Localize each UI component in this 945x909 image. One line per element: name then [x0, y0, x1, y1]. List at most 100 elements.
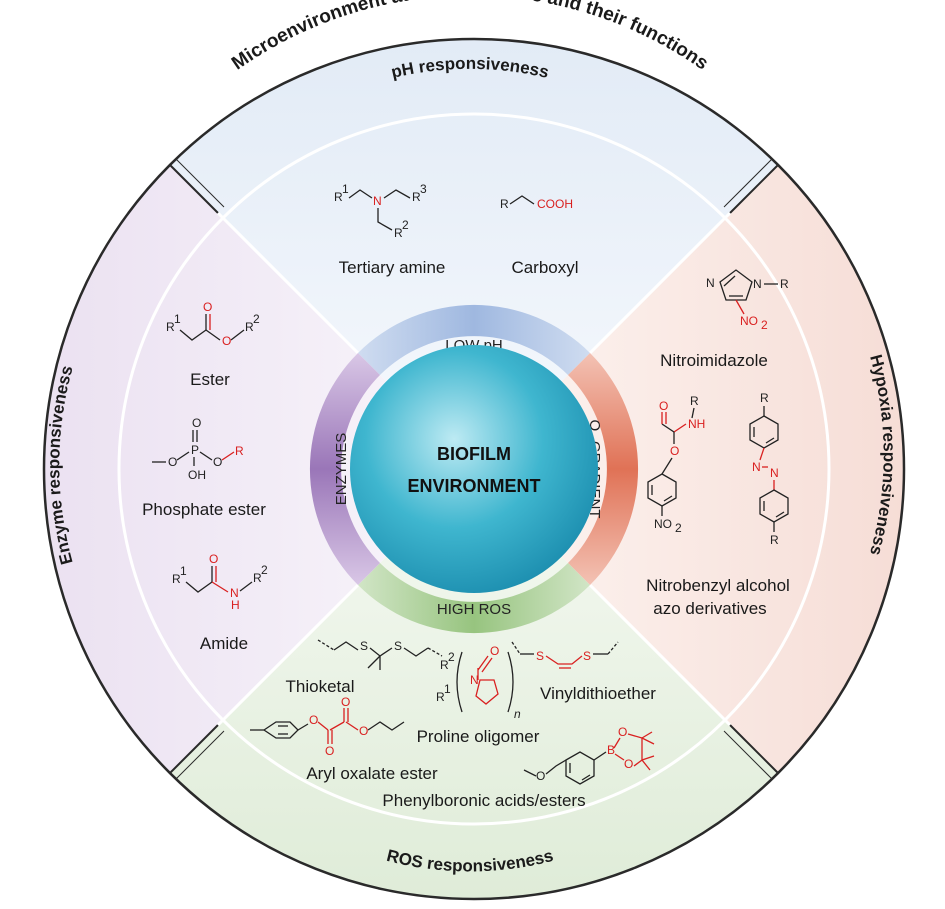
chem-name-nitrobenzyl: Nitrobenzyl alcohol	[646, 576, 790, 595]
chem-name-aryl-oxalate: Aryl oxalate ester	[306, 764, 438, 783]
svg-text:S: S	[583, 649, 591, 663]
structure-vinyldithioether: S S	[511, 641, 619, 669]
svg-text:H: H	[231, 598, 240, 612]
svg-text:N: N	[470, 673, 479, 687]
svg-text:O: O	[490, 644, 499, 658]
svg-text:R: R	[760, 391, 769, 405]
svg-text:N: N	[753, 277, 762, 291]
chem-name-phosphate-ester: Phosphate ester	[142, 500, 266, 519]
svg-text:O: O	[341, 695, 350, 709]
structure-amide: R 1 O N H R 2	[172, 552, 268, 612]
svg-text:NO: NO	[740, 314, 758, 328]
svg-text:R: R	[394, 226, 403, 240]
svg-text:OH: OH	[188, 468, 206, 482]
svg-text:N: N	[770, 466, 779, 480]
outer-circle-border	[42, 37, 906, 901]
svg-text:P: P	[191, 443, 199, 457]
svg-text:S: S	[360, 639, 368, 653]
chem-name-carboxyl: Carboxyl	[511, 258, 578, 277]
inner-seg-enzymes	[309, 353, 380, 585]
inner-ring	[309, 304, 639, 634]
svg-text:O: O	[659, 399, 668, 413]
center-label-line2: ENVIRONMENT	[407, 476, 540, 496]
svg-text:n: n	[514, 707, 521, 721]
svg-text:2: 2	[675, 521, 682, 535]
svg-text:O: O	[670, 444, 679, 458]
svg-text:R: R	[770, 533, 779, 547]
chem-name-phenylboronic: Phenylboronic acids/esters	[382, 791, 585, 810]
chem-name-nitroimidazole: Nitroimidazole	[660, 351, 768, 370]
svg-text:N: N	[373, 194, 382, 208]
inner-seg-low-ph	[358, 304, 590, 375]
svg-text:N: N	[230, 586, 239, 600]
svg-text:O: O	[618, 725, 627, 739]
svg-text:R: R	[172, 572, 181, 586]
svg-text:R: R	[334, 190, 343, 204]
biofilm-circle	[350, 345, 598, 593]
svg-text:O: O	[209, 552, 218, 566]
svg-text:NO: NO	[654, 517, 672, 531]
svg-text:R: R	[500, 197, 509, 211]
structure-nitroimidazole: N N R NO 2	[706, 269, 789, 332]
svg-text:O: O	[359, 724, 368, 738]
chem-name-vinyldithioether: Vinyldithioether	[540, 684, 656, 703]
svg-text:O: O	[222, 334, 231, 348]
svg-text:2: 2	[761, 318, 768, 332]
svg-text:O: O	[168, 455, 177, 469]
svg-text:2: 2	[448, 650, 455, 664]
sector-dividers	[169, 158, 779, 780]
svg-text:1: 1	[174, 312, 181, 326]
structure-aryl-oxalate: O O O O	[250, 695, 405, 758]
svg-text:O: O	[536, 769, 545, 783]
svg-text:3: 3	[420, 182, 427, 196]
chem-name-ester: Ester	[190, 370, 230, 389]
svg-text:O: O	[309, 713, 318, 727]
inner-seg-high-ros	[358, 563, 590, 634]
structure-phenylboronic: O B O O	[523, 725, 655, 785]
svg-text:1: 1	[342, 182, 349, 196]
inner-seg-o2-gradient	[568, 353, 639, 585]
svg-text:R: R	[245, 320, 254, 334]
svg-text:S: S	[394, 639, 402, 653]
chem-name-tertiary-amine: Tertiary amine	[339, 258, 446, 277]
svg-text:N: N	[752, 460, 761, 474]
structure-azo: R N N R	[749, 391, 789, 547]
svg-text:O: O	[325, 744, 334, 758]
chem-name-azo: azo derivatives	[653, 599, 766, 618]
svg-text:N: N	[706, 276, 715, 290]
inner-label-enzymes: ENZYMES	[333, 433, 350, 506]
svg-text:R: R	[412, 190, 421, 204]
svg-text:1: 1	[444, 682, 451, 696]
svg-text:2: 2	[402, 218, 409, 232]
svg-text:O: O	[213, 455, 222, 469]
svg-text:O: O	[203, 300, 212, 314]
svg-text:NH: NH	[688, 417, 705, 431]
svg-text:B: B	[607, 743, 615, 757]
svg-text:COOH: COOH	[537, 197, 573, 211]
structure-nitrobenzyl: R NH O O NO 2	[647, 394, 705, 535]
inner-panel-border	[117, 112, 831, 826]
svg-text:1: 1	[180, 564, 187, 578]
center-label-line1: BIOFILM	[437, 444, 511, 464]
structure-phosphate-ester: O P O O OH R	[152, 416, 244, 482]
svg-text:O: O	[624, 757, 633, 771]
svg-text:R: R	[253, 571, 262, 585]
svg-text:R: R	[166, 320, 175, 334]
outer-ring	[42, 37, 906, 901]
chem-name-proline-oligomer: Proline oligomer	[417, 727, 540, 746]
structure-carboxyl: R COOH	[500, 195, 573, 211]
structure-tertiary-amine: R 1 N R 3 R 2	[334, 182, 427, 240]
structure-ester: R 1 O O R 2	[166, 300, 260, 348]
svg-text:R: R	[436, 690, 445, 704]
svg-text:O: O	[192, 416, 201, 430]
svg-text:R: R	[440, 658, 449, 672]
inner-label-high-ros: HIGH ROS	[437, 601, 511, 618]
svg-text:S: S	[536, 649, 544, 663]
svg-text:R: R	[690, 394, 699, 408]
structure-proline-oligomer: R 2 R 1 O N n	[436, 644, 521, 721]
chem-name-amide: Amide	[200, 634, 248, 653]
svg-text:2: 2	[261, 563, 268, 577]
chem-name-thioketal: Thioketal	[286, 677, 355, 696]
svg-text:R: R	[780, 277, 789, 291]
